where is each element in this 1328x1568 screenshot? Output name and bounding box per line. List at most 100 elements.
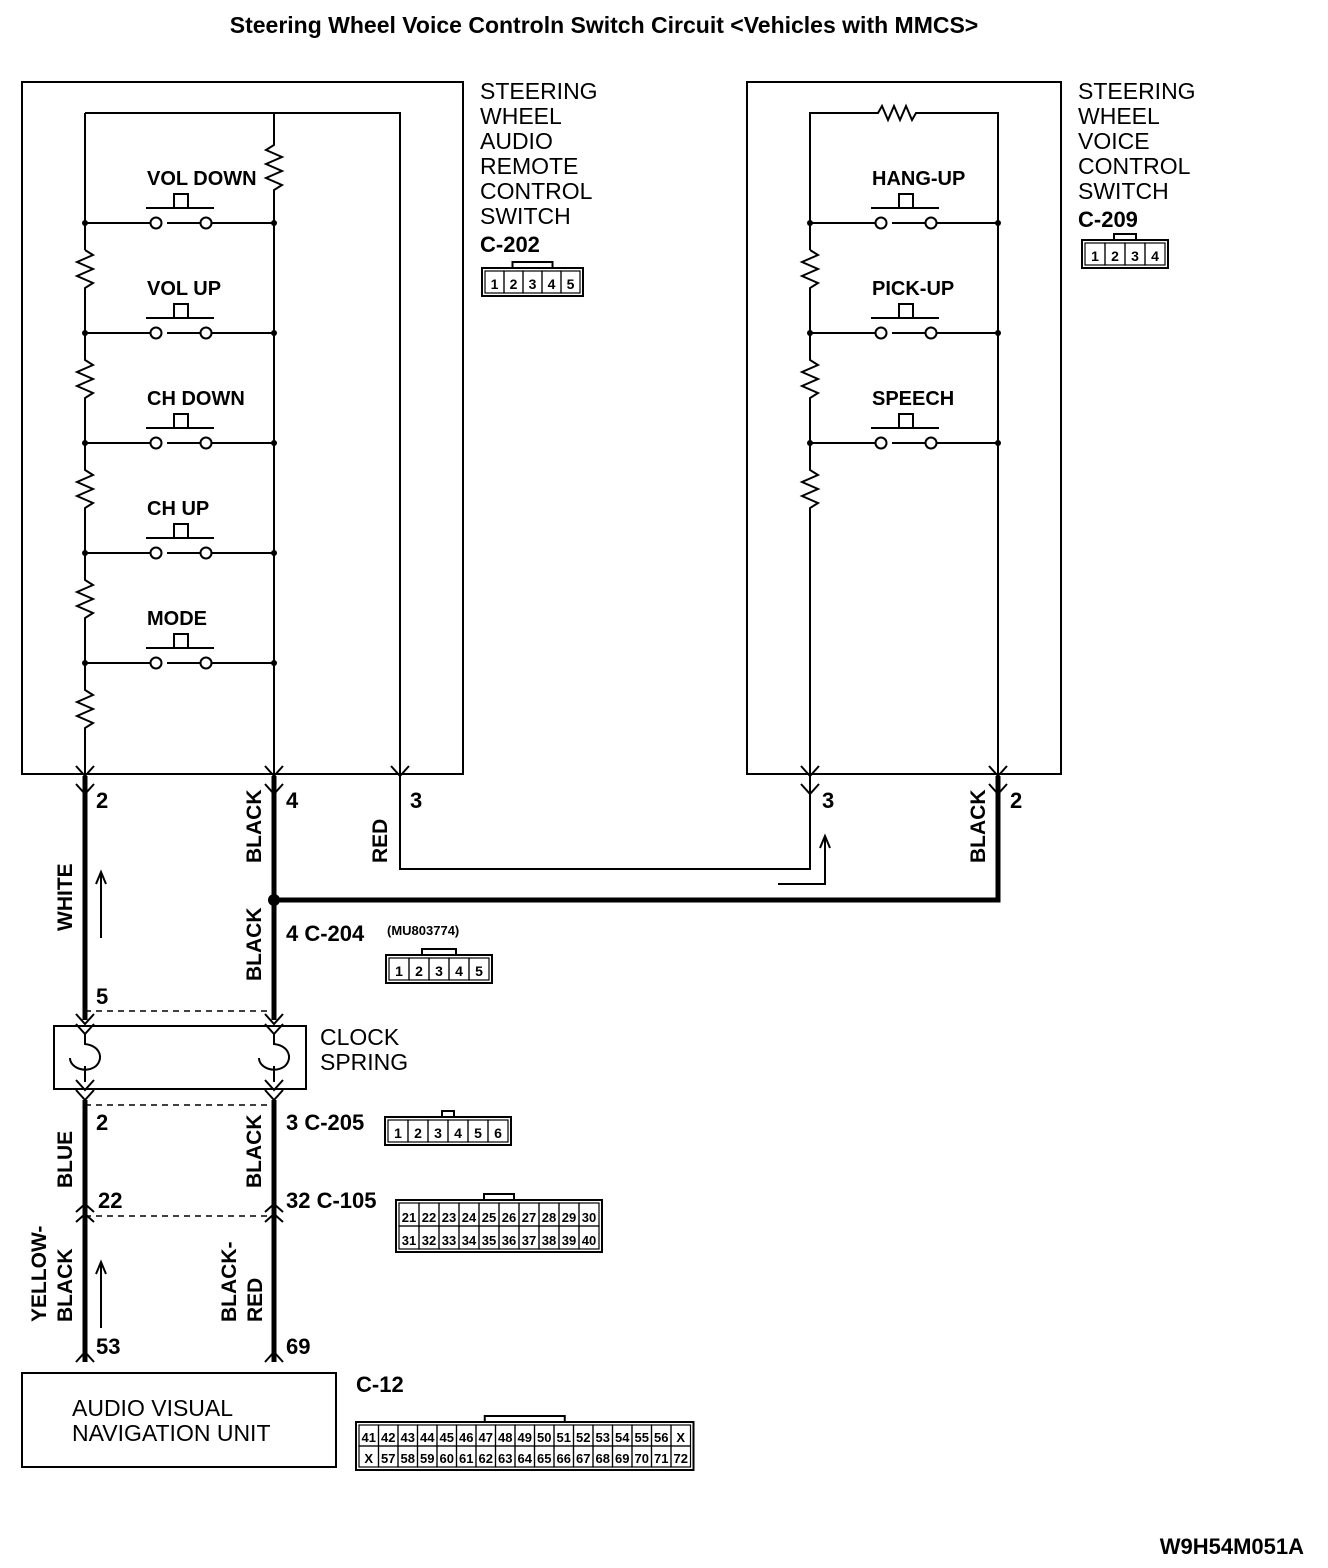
connector-pin: 24 xyxy=(462,1210,477,1225)
connector-pin: 49 xyxy=(518,1430,532,1445)
connector-pin: 23 xyxy=(442,1210,456,1225)
connector-pin: 69 xyxy=(615,1451,629,1466)
connector-pin: 48 xyxy=(498,1430,512,1445)
voice-button-label: PICK-UP xyxy=(872,278,954,300)
connector-pin: 33 xyxy=(442,1233,456,1248)
connector-pin: 70 xyxy=(635,1451,649,1466)
audio-switch-ch-down: CH DOWN xyxy=(82,388,277,450)
c105-pin-label: 32 C-105 xyxy=(286,1188,377,1213)
connector-pin: 64 xyxy=(518,1451,533,1466)
c205-pin-label: 3 C-205 xyxy=(286,1110,364,1135)
connector-pin: 31 xyxy=(402,1233,416,1248)
audio-switch-name-1: STEERING xyxy=(480,78,598,104)
voice-switch-pin-2: 2 xyxy=(1010,788,1022,813)
connector-pin: 44 xyxy=(420,1430,435,1445)
clock-spring-label-2: SPRING xyxy=(320,1049,408,1075)
connector-pin: 68 xyxy=(596,1451,610,1466)
connector-pin: 2 xyxy=(415,963,423,979)
c105-left-pin: 22 xyxy=(98,1188,122,1213)
connector-pin: 66 xyxy=(557,1451,571,1466)
connector-pin: 1 xyxy=(1091,248,1099,264)
wire-label-yellow-black: BLACK xyxy=(54,1249,77,1323)
connector-pin: 41 xyxy=(362,1430,376,1445)
audio-button-label: MODE xyxy=(147,608,207,630)
connector-pin: 43 xyxy=(401,1430,415,1445)
audio-switch-connector-label: C-202 xyxy=(480,232,540,257)
connector-pin: 3 xyxy=(434,1125,442,1141)
c204-part-number: (MU803774) xyxy=(387,923,459,938)
connector-pin: 60 xyxy=(440,1451,454,1466)
connector-pin: 3 xyxy=(1131,248,1139,264)
voice-switch-box xyxy=(746,81,1062,775)
wire-label-black-red-2: RED xyxy=(244,1278,267,1322)
voice-button-label: HANG-UP xyxy=(872,168,965,190)
audio-switch-pin-2: 2 xyxy=(96,788,108,813)
pin-arrows xyxy=(75,765,1008,796)
audio-switch-box xyxy=(21,81,464,775)
connector-pin: 55 xyxy=(635,1430,649,1445)
connector-pin: 47 xyxy=(479,1430,493,1445)
connector-pin: 51 xyxy=(557,1430,571,1445)
c204-left-pin: 5 xyxy=(96,984,108,1009)
connector-pin: 35 xyxy=(482,1233,496,1248)
wire-label-red: RED xyxy=(369,819,392,863)
avn-unit: 53 69 AUDIO VISUAL NAVIGATION UNIT C-12 … xyxy=(21,1334,695,1471)
connector-pin: 5 xyxy=(567,276,575,292)
wire-label-black-c204: BLACK xyxy=(243,908,266,982)
c205-left-pin: 2 xyxy=(96,1110,108,1135)
connector-pin: 59 xyxy=(420,1451,434,1466)
voice-switch-hang-up: HANG-UP xyxy=(807,168,1001,230)
connector-pin: 1 xyxy=(491,276,499,292)
connector-pin: 34 xyxy=(462,1233,477,1248)
voice-switch-name-2: WHEEL xyxy=(1078,103,1160,129)
connector-pin: 63 xyxy=(498,1451,512,1466)
wire-label-black-red-1: BLACK- xyxy=(218,1242,241,1322)
connector-pin: 36 xyxy=(502,1233,516,1248)
connector-pin: 62 xyxy=(479,1451,493,1466)
connector-pin: 40 xyxy=(582,1233,596,1248)
connector-pin: 5 xyxy=(474,1125,482,1141)
audio-switch-vol-up: VOL UP xyxy=(82,278,277,340)
diagram-code: W9H54M051A xyxy=(1160,1534,1304,1559)
audio-switch-vol-down: VOL DOWN xyxy=(82,168,277,230)
clock-spring-label-1: CLOCK xyxy=(320,1024,400,1050)
connector-pin: 52 xyxy=(576,1430,590,1445)
avn-pin-53: 53 xyxy=(96,1334,120,1359)
voice-switch-pick-up: PICK-UP xyxy=(807,278,1001,340)
connector-pin: 27 xyxy=(522,1210,536,1225)
connector-pin: 53 xyxy=(596,1430,610,1445)
wire-label-white: WHITE xyxy=(54,863,77,931)
clock-spring: CLOCK SPRING xyxy=(53,1013,408,1102)
audio-switch-pin-4: 4 xyxy=(286,788,299,813)
connector-pin: 6 xyxy=(494,1125,502,1141)
connector-pin: 26 xyxy=(502,1210,516,1225)
connector-pin: X xyxy=(364,1451,373,1466)
connector-pin: 72 xyxy=(674,1451,688,1466)
wire-label-black-c205: BLACK xyxy=(243,1115,266,1189)
connector-pin: 2 xyxy=(510,276,518,292)
audio-switch-name-4: REMOTE xyxy=(480,153,578,179)
connector-pin: 4 xyxy=(1151,248,1159,264)
connector-pin: 39 xyxy=(562,1233,576,1248)
voice-switch-name-5: SWITCH xyxy=(1078,178,1169,204)
connector-pin: 21 xyxy=(402,1210,416,1225)
voice-switch-connector-label: C-209 xyxy=(1078,207,1138,232)
audio-button-label: CH DOWN xyxy=(147,388,245,410)
connector-pin: 4 xyxy=(455,963,463,979)
audio-switch-name-3: AUDIO xyxy=(480,128,553,154)
voice-switch-name-4: CONTROL xyxy=(1078,153,1191,179)
connector-pin: 4 xyxy=(454,1125,462,1141)
voice-button-label: SPEECH xyxy=(872,388,954,410)
audio-switch-ch-up: CH UP xyxy=(82,498,277,560)
connector-pin: 2 xyxy=(1111,248,1119,264)
wire-label-blue: BLUE xyxy=(54,1131,77,1188)
avn-unit-label-2: NAVIGATION UNIT xyxy=(72,1420,271,1446)
audio-switch-name-6: SWITCH xyxy=(480,203,571,229)
connector-pin: 37 xyxy=(522,1233,536,1248)
wire-label-black-upper: BLACK xyxy=(243,790,266,864)
voice-switch-name-3: VOICE xyxy=(1078,128,1150,154)
